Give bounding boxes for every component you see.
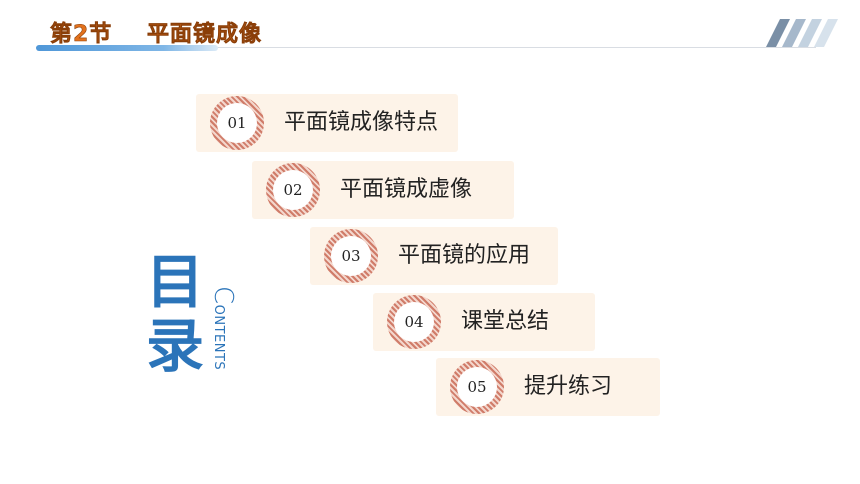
toc-item-4[interactable]: 04 课堂总结: [373, 293, 595, 351]
header-divider: [36, 47, 816, 48]
number-badge: 04: [387, 295, 441, 349]
contents-initial: C: [208, 286, 238, 305]
toc-item-2[interactable]: 02 平面镜成虚像: [252, 161, 514, 219]
section-label: 第2节: [50, 22, 113, 48]
toc-heading: 目 录: [140, 250, 210, 378]
contents-vertical-label: CONTENTS: [208, 286, 238, 370]
toc-item-5[interactable]: 05 提升练习: [436, 358, 660, 416]
toc-item-3[interactable]: 03 平面镜的应用: [310, 227, 558, 285]
header-accent-bar: [36, 45, 218, 51]
toc-item-label: 平面镜成像特点: [284, 110, 439, 135]
toc-heading-char-2: 录: [145, 312, 204, 380]
number-badge: 05: [450, 360, 504, 414]
toc-item-label: 平面镜成虚像: [340, 177, 473, 202]
toc-item-1[interactable]: 01 平面镜成像特点: [196, 94, 458, 152]
badge-number: 02: [273, 170, 313, 210]
chapter-title: 平面镜成像: [146, 22, 262, 48]
toc-item-label: 平面镜的应用: [398, 243, 531, 268]
badge-number: 01: [217, 103, 257, 143]
toc-item-label: 提升练习: [524, 374, 613, 399]
page-header-title: 第2节 平面镜成像: [50, 16, 262, 48]
number-badge: 03: [324, 229, 378, 283]
number-badge: 01: [210, 96, 264, 150]
badge-number: 04: [394, 302, 434, 342]
badge-number: 05: [457, 367, 497, 407]
contents-rest: ONTENTS: [211, 304, 226, 371]
toc-heading-char-1: 目: [145, 248, 204, 316]
number-badge: 02: [266, 163, 320, 217]
decorative-stripes-icon: [766, 19, 838, 47]
toc-item-label: 课堂总结: [461, 309, 550, 334]
badge-number: 03: [331, 236, 371, 276]
